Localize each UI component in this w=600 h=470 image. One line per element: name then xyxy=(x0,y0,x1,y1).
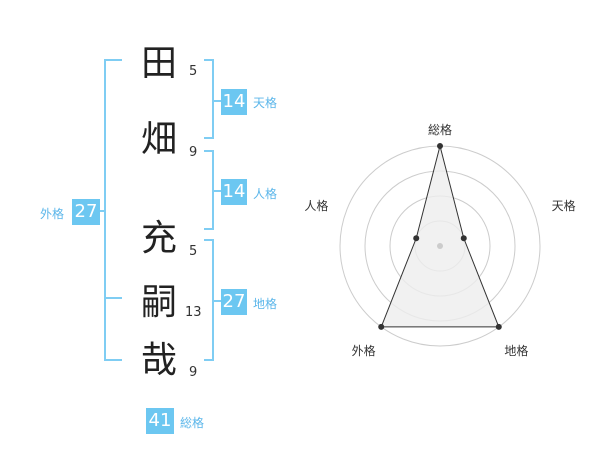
jinkaku-value: 14 xyxy=(221,179,247,205)
radar-axis-label: 外格 xyxy=(352,343,376,358)
radar-point xyxy=(413,235,420,242)
name-char-2: 畑 xyxy=(140,119,177,160)
stroke-count-2: 9 xyxy=(189,145,198,160)
soukaku-label: 総格 xyxy=(180,416,205,430)
radar-axis-label: 人格 xyxy=(304,198,328,213)
stroke-count-5: 9 xyxy=(189,365,198,380)
chikaku-label: 地格 xyxy=(253,297,278,311)
radar-axis-label: 総格 xyxy=(428,122,452,137)
name-char-1: 田 xyxy=(140,43,177,84)
radar-point xyxy=(495,323,502,330)
chikaku-value: 27 xyxy=(221,289,247,315)
tenkaku-label: 天格 xyxy=(253,96,278,110)
gaikaku-label: 外格 xyxy=(40,207,65,221)
stroke-count-4: 13 xyxy=(185,305,202,320)
radar-point xyxy=(437,143,443,149)
tenkaku-value: 14 xyxy=(221,89,247,115)
name-char-5: 哉 xyxy=(140,340,177,381)
radar-point xyxy=(378,323,385,330)
soukaku-value: 41 xyxy=(146,408,174,434)
radar-point xyxy=(460,235,467,242)
stroke-count-3: 5 xyxy=(189,244,198,259)
radar-area xyxy=(380,145,500,328)
radar-axis-label: 天格 xyxy=(552,198,576,213)
stroke-count-1: 5 xyxy=(189,64,198,79)
jinkaku-label: 人格 xyxy=(253,187,278,201)
gaikaku-value: 27 xyxy=(72,199,100,225)
radar-axis-label: 地格 xyxy=(504,343,528,358)
radar-center xyxy=(437,243,443,249)
name-char-4: 嗣 xyxy=(140,282,177,323)
name-char-3: 充 xyxy=(140,218,177,259)
